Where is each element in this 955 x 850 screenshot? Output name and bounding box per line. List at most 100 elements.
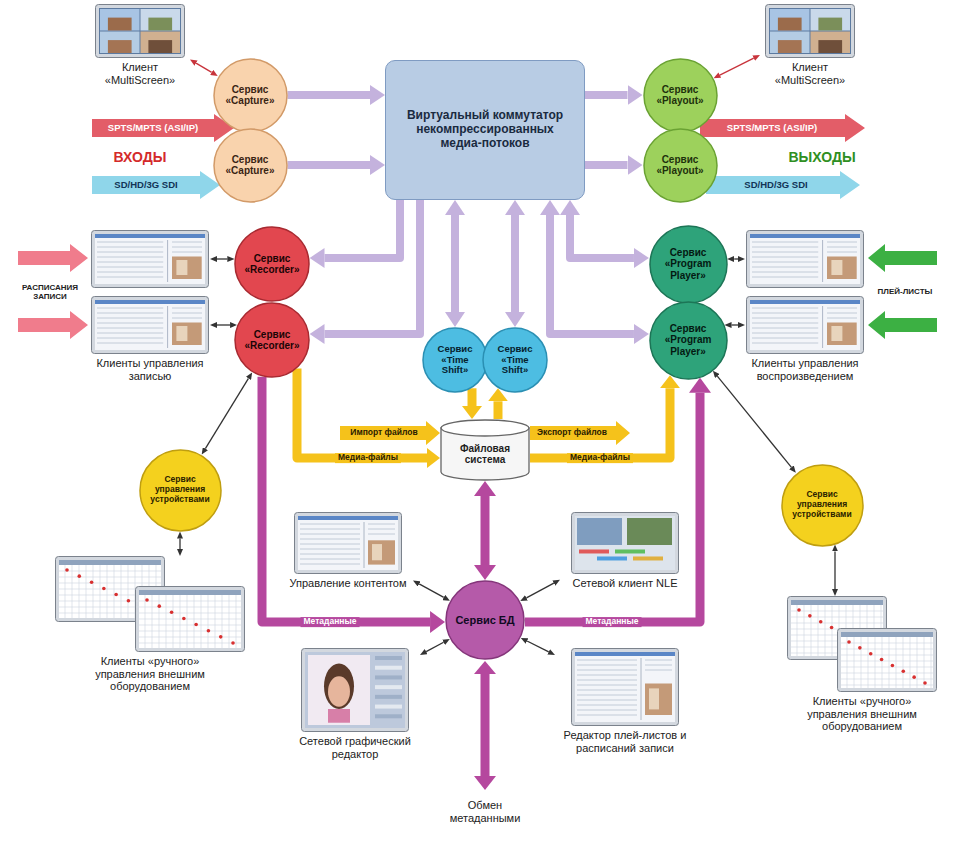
- screen-detail: [324, 663, 354, 709]
- screen-detail: [827, 323, 857, 346]
- screen-line: [752, 328, 818, 329]
- screen-detail: [375, 705, 402, 709]
- node-label: Сетевой клиент NLE: [573, 577, 678, 590]
- monitor-picture: [572, 513, 679, 574]
- screen-detail: [100, 9, 140, 31]
- service-circle-shape: [140, 450, 221, 531]
- screen-line: [172, 308, 202, 309]
- screen-line: [97, 343, 163, 344]
- screen-line: [791, 623, 883, 624]
- screen-line: [121, 565, 122, 618]
- screen-line: [97, 277, 163, 278]
- screen-detail: [633, 556, 663, 560]
- service-circle: Сервис БД: [445, 580, 525, 660]
- service-circle-shape: [483, 328, 547, 392]
- monitor-icon: [571, 512, 679, 574]
- node-label: Сервис «Capture»: [219, 154, 281, 177]
- monitor-frame: [136, 587, 245, 652]
- monitor-frame: [302, 649, 409, 732]
- screen-line: [910, 637, 911, 688]
- screen-detail: [141, 32, 181, 54]
- screen-line: [172, 318, 202, 319]
- screen-detail: [649, 688, 659, 709]
- connector: [494, 401, 503, 419]
- service-circle: Сервис «Program Player»: [649, 301, 728, 380]
- screen-line: [300, 524, 360, 525]
- metadata-exchange-head: [474, 661, 496, 674]
- input-arrow: [92, 114, 234, 142]
- screen-line: [791, 611, 883, 612]
- screen-line: [139, 643, 241, 644]
- screen-line: [752, 267, 818, 268]
- screen-dot: [114, 593, 118, 597]
- connector: [217, 258, 227, 259]
- screen-line: [97, 323, 163, 324]
- monitor-frame: [96, 5, 185, 58]
- node-label: Редактор плей-листов и расписаний записи: [555, 729, 695, 754]
- connector: [717, 376, 791, 467]
- monitor-frame: [92, 231, 209, 288]
- screen-line: [300, 534, 360, 535]
- monitor-frame: [747, 297, 864, 354]
- screen-dot: [194, 623, 198, 627]
- connector: [205, 378, 248, 448]
- screen-line: [841, 649, 933, 650]
- screen: [95, 300, 205, 350]
- screen-line: [841, 643, 933, 644]
- screen: [750, 300, 860, 350]
- node-label: Сервис управления устройствами: [146, 475, 214, 504]
- screen-line: [577, 670, 637, 671]
- monitor-icon: [301, 648, 409, 732]
- screen-line: [868, 637, 869, 688]
- monitor-picture: [92, 297, 209, 354]
- monitor-icon: [746, 230, 864, 354]
- service-circle: Сервис «Capture»: [213, 128, 288, 203]
- service-circle-shape: [782, 465, 863, 546]
- screen-dot: [182, 617, 186, 621]
- screen-line: [752, 343, 818, 344]
- node-label: Сервис «Program Player»: [657, 323, 719, 358]
- connector: [527, 641, 549, 652]
- service-circle-shape: [644, 59, 717, 132]
- screen-line: [97, 247, 163, 248]
- connector: [585, 161, 628, 169]
- client-monitor: Сетевой графический редактор: [290, 648, 420, 760]
- screen-line: [827, 308, 857, 309]
- screen-line: [645, 670, 672, 671]
- screen-dot: [65, 568, 69, 572]
- screen-line: [86, 565, 87, 618]
- connector: [196, 63, 212, 72]
- screen: [95, 234, 205, 284]
- screen-detail: [95, 300, 205, 304]
- screen-line: [752, 257, 818, 258]
- screen-detail: [791, 600, 883, 605]
- screen-detail: [645, 684, 672, 716]
- connector: [720, 58, 754, 75]
- screen-line: [139, 637, 241, 638]
- screen-line: [841, 673, 933, 674]
- screen-line: [139, 601, 241, 602]
- screen-dot: [127, 599, 131, 603]
- screen-detail: [579, 549, 609, 553]
- screen-line: [97, 252, 163, 253]
- screen-detail: [95, 234, 205, 238]
- screen-line: [97, 308, 163, 309]
- screen-line: [236, 595, 237, 648]
- screen-line: [364, 522, 365, 568]
- screen-line: [641, 658, 642, 720]
- screen-line: [72, 565, 73, 618]
- schedule-arrow: [18, 244, 88, 272]
- monitor-picture: [747, 297, 864, 354]
- screen-detail: [176, 260, 187, 275]
- service-circle-shape: [650, 302, 727, 379]
- screen-detail: [375, 685, 402, 689]
- node-label: Клиент «MultiScreen»: [760, 61, 860, 86]
- screen-line: [818, 605, 819, 656]
- screen-line: [229, 595, 230, 648]
- screen-detail: [770, 32, 810, 54]
- screen-dot: [923, 681, 927, 685]
- playlist-arrow: [868, 311, 937, 339]
- node-label: Сервис «Time Shift»: [492, 344, 538, 377]
- screen-dot: [219, 635, 223, 639]
